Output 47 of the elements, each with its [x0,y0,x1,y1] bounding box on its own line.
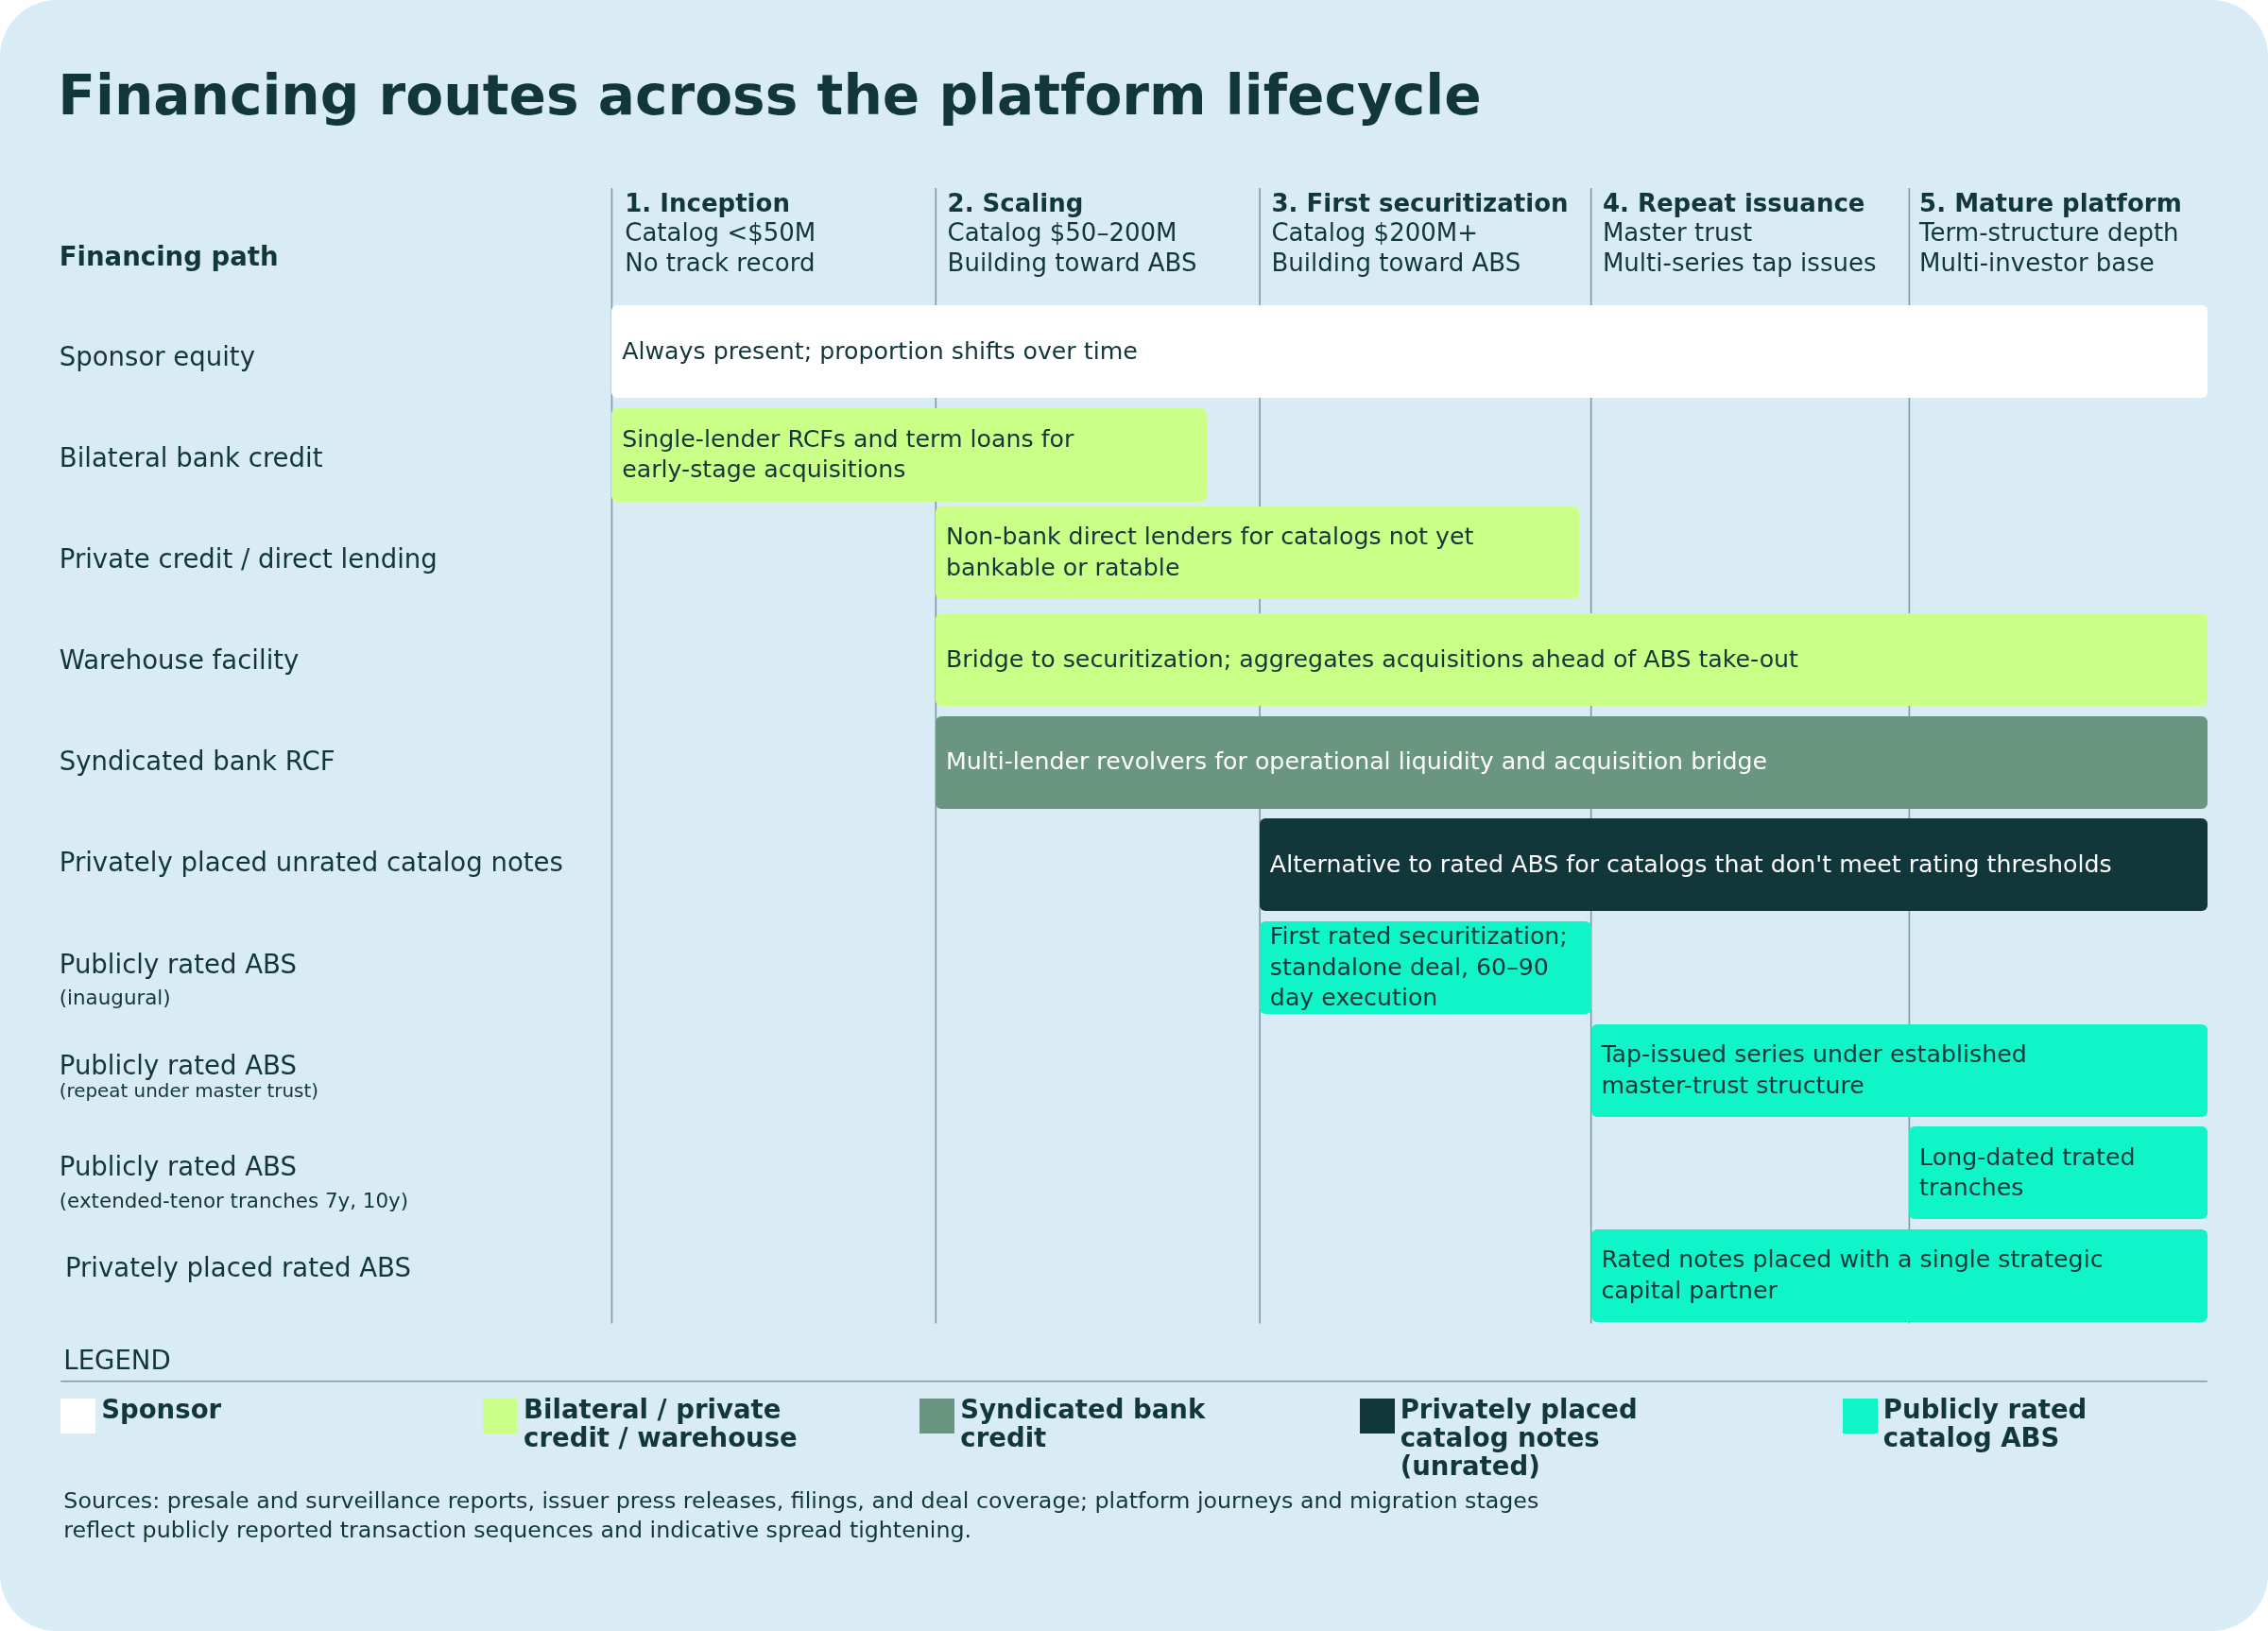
column-subheading: Multi-series tap issues [1602,247,1878,279]
legend-label: Privately placed catalog notes (unrated) [1400,1394,1639,1481]
column-subheading: Catalog $200M+ [1271,216,1480,249]
column-subheading: Multi-investor base [1919,247,2156,279]
financing-bar: Multi-lender revolvers for operational liquidity and acquisition bridge [936,715,2208,809]
row-note: (repeat under master trust) [59,1079,319,1104]
financing-bar: Always present; proportion shifts over time [611,304,2208,398]
row-note: (inaugural) [59,985,172,1012]
row-note: (extended-tenor tranches 7y, 10y) [59,1187,410,1214]
row-label: Sponsor equity [59,339,256,373]
column-heading: 2. Scaling [947,187,1085,219]
row-label: Bilateral bank credit [59,440,324,474]
row-label: Publicly rated ABS [59,947,298,981]
legend-label: Bilateral / private credit / warehouse [524,1394,799,1452]
row-label: Privately placed unrated catalog notes [59,846,564,880]
column-heading: 4. Repeat issuance [1602,187,1866,219]
row-label: Privately placed rated ABS [64,1250,412,1284]
financing-bar: Alternative to rated ABS for catalogs that don't meet rating thresholds [1260,818,2208,912]
financing-bar: Single-lender RCFs and term loans for early-stage acquisitions [611,407,1207,503]
financing-bar: Long-dated trated tranches [1909,1126,2208,1220]
financing-bar: Bridge to securitization; aggregates acquisitions ahead of ABS take-out [936,612,2208,706]
row-label: Private credit / direct lending [59,541,438,575]
column-subheading: Building toward ABS [947,247,1198,279]
column-heading: 1. Inception [625,187,791,219]
financing-bar: Rated notes placed with a single strategic capital partner [1590,1229,2208,1322]
row-label: Publicly rated ABS [59,1048,298,1082]
financing-bar: First rated securitization; standalone deal, 60–90 day execution [1260,921,1591,1014]
row-label: Publicly rated ABS [59,1149,298,1183]
column-subheading: Catalog $50–200M [947,217,1178,249]
column-subheading: No track record [625,247,816,279]
column-heading: 3. First securitization [1271,187,1570,219]
row-heading: Financing path [59,240,280,274]
legend-label: Syndicated bank credit [960,1394,1207,1452]
legend-label: Sponsor [101,1394,223,1423]
legend-heading: LEGEND [63,1343,172,1377]
column-subheading: Master trust [1602,217,1754,249]
legend-label: Publicly rated catalog ABS [1882,1394,2088,1452]
sources-note: Sources: presale and surveillance reports, issuer press releases, filings, and deal coverage; platform journeys and migration stages reflect publicly reported transaction sequences and indicative spread tightening. [63,1486,1540,1546]
column-subheading: Catalog <$50M [625,217,817,249]
row-label: Syndicated bank RCF [59,745,336,779]
financing-bar: Tap-issued series under established master-trust structure [1590,1023,2208,1117]
title: Financing routes across the platform lifecycle [58,63,1483,129]
financing-bar: Non-bank direct lenders for catalogs not yet bankable or ratable [936,506,1580,599]
column-subheading: Building toward ABS [1271,247,1522,279]
column-heading: 5. Mature platform [1919,187,2183,219]
column-subheading: Term-structure depth [1919,217,2180,249]
row-label: Warehouse facility [59,644,301,678]
